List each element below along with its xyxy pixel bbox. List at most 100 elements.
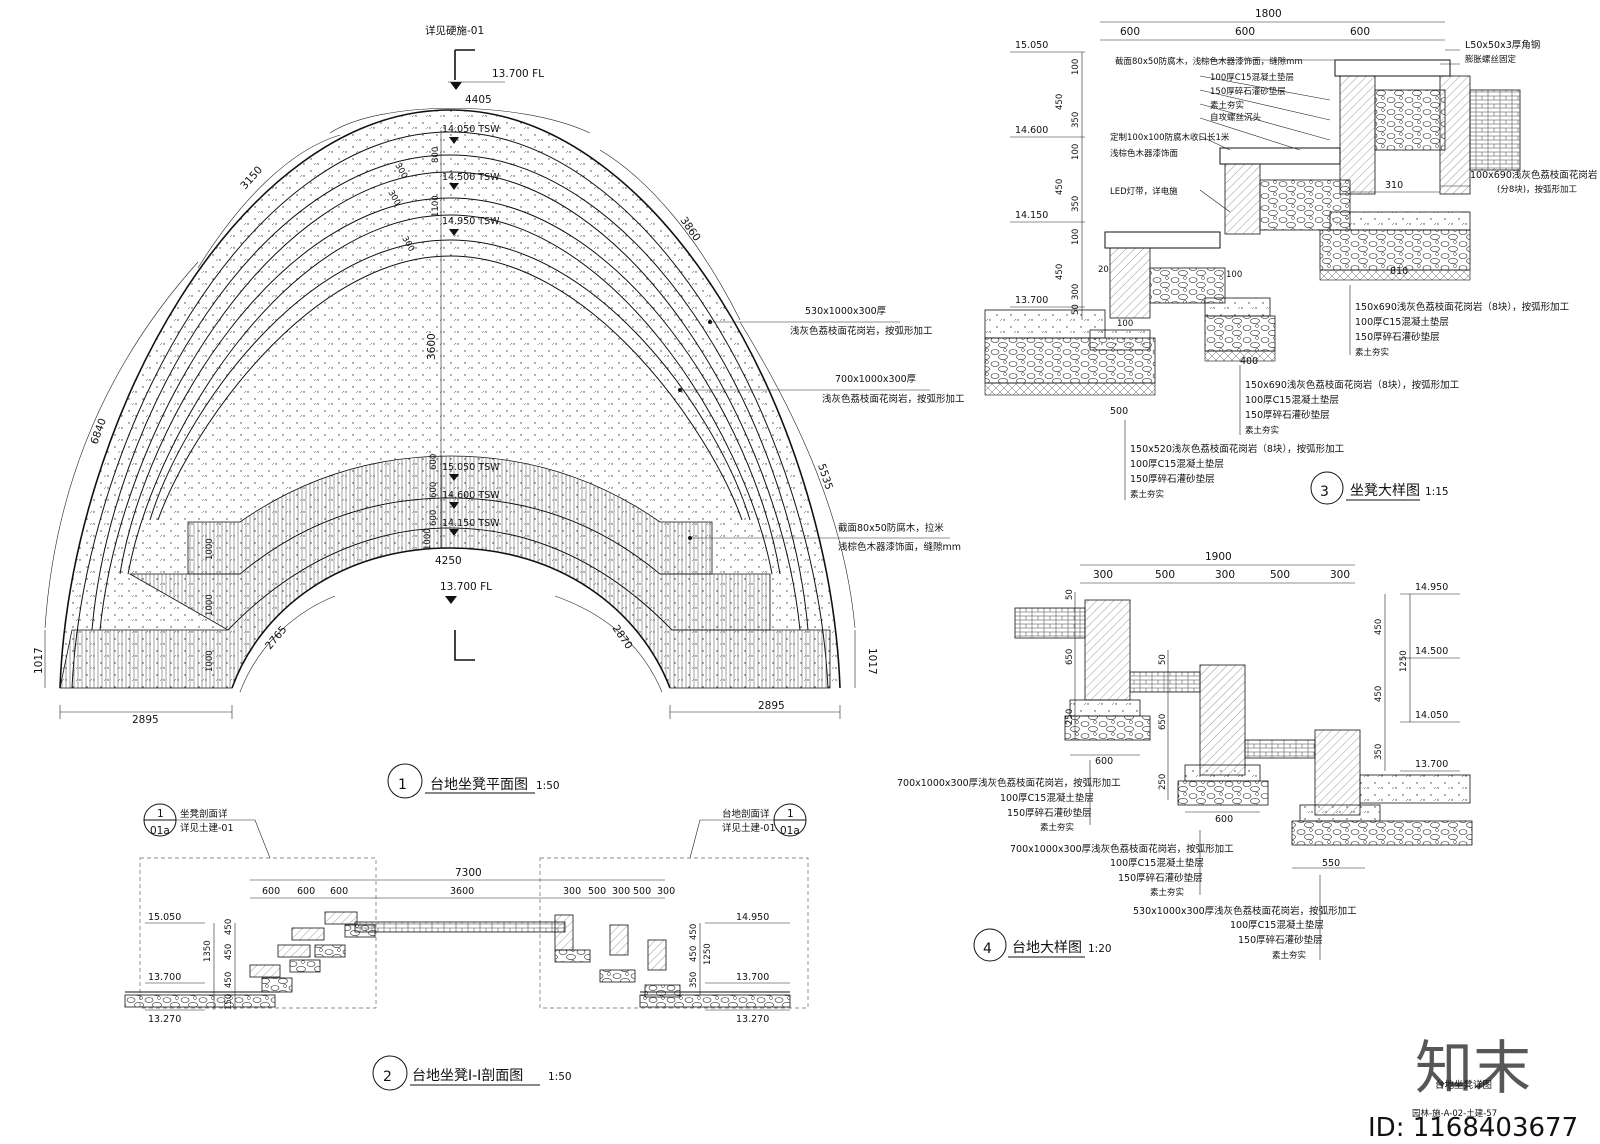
section-vdim-left-5: 150 (224, 994, 234, 1010)
bench-vdim-5: 450 (1055, 179, 1065, 195)
platform-dim-2: 500 (1155, 569, 1175, 581)
bench-note-mid-1: 150x690浅灰色荔枝面花岗岩（8块），按弧形加工 (1355, 301, 1570, 313)
bench-level-1: 15.050 (1015, 40, 1048, 51)
plan-base-right-dim: 2895 (758, 700, 785, 712)
plan-inner-right-dimline (554, 595, 663, 693)
bench-vdim-7: 100 (1071, 229, 1081, 245)
plan-arc-bottom-dim: 4250 (435, 555, 462, 567)
plan-bench-dim-3: 1000 (205, 650, 215, 672)
plan-inner-arc (231, 547, 671, 689)
platform-note-1c: 150厚碎石灌砂垫层 (1007, 807, 1092, 819)
bench-note-mid-3: 150厚碎石灌砂垫层 (1355, 331, 1440, 343)
plan-fl-top: 13.700 FL (492, 68, 544, 80)
section-dim-7: 300 (612, 886, 630, 897)
bench-dim-400: 400 (1240, 356, 1258, 367)
bench-note-low-1: 150x690浅灰色荔枝面花岗岩（8块），按弧形加工 (1245, 379, 1460, 391)
plan-side-left-dim: 1017 (33, 647, 45, 674)
section-dim-3: 600 (330, 886, 348, 897)
section-ref-right-sheet: 01a (780, 825, 800, 837)
plan-arc-2 (71, 131, 829, 689)
section-dim-5: 300 (563, 886, 581, 897)
bench-note-wood: 截面80x50防腐木，浅棕色木器漆饰面，缝隙mm (1115, 56, 1303, 67)
bench-vdim-6: 350 (1071, 196, 1081, 212)
bench-note-led: LED灯带，详电施 (1110, 186, 1178, 197)
platform-note-3c: 150厚碎石灌砂垫层 (1238, 934, 1323, 946)
section-level-left-2: 13.700 (148, 972, 181, 983)
plan-left-arc-dim: 3150 (238, 164, 265, 192)
plan-bench-dim-1b: 1000 (205, 538, 215, 560)
logo: 知末 (1415, 1034, 1531, 1102)
plan-tsw-6: 14.150 TSW (442, 518, 500, 529)
bench-dim-2: 600 (1235, 26, 1255, 38)
bench-dim-3: 600 (1350, 26, 1370, 38)
level-marker-icon (449, 529, 459, 536)
section-view: 1 01a 坐凳剖面详 详见土建-01 1 01a 台地剖面详 详见土建-01 … (124, 803, 809, 1091)
platform-dim-1: 300 (1093, 569, 1113, 581)
plan-tsw-2: 14.500 TSW (442, 172, 500, 183)
section-ref-left-num: 1 (157, 808, 164, 820)
plan-section-mark-top (454, 49, 475, 80)
section-vdim-left-4: 450 (224, 972, 234, 988)
platform-note-1a: 700x1000x300厚浅灰色荔枝面花岗岩，按弧形加工 (897, 777, 1121, 789)
section-level-right-3: 13.270 (736, 1014, 769, 1025)
plan-base-left-dim: 2895 (132, 714, 159, 726)
platform-note-3a: 530x1000x300厚浅灰色荔枝面花岗岩，按弧形加工 (1133, 905, 1357, 917)
platform-dim-overall: 1900 (1205, 551, 1232, 563)
section-ref-left-text-1: 坐凳剖面详 (180, 808, 228, 820)
section-level-left-1: 15.050 (148, 912, 181, 923)
section-vdim-left-1: 1350 (203, 940, 213, 962)
plan-tsw-levels: 14.050 TSW 14.500 TSW 14.950 TSW 15.050 … (442, 124, 500, 536)
platform-lvdim-1: 50 (1065, 589, 1075, 600)
platform-level-4: 13.700 (1415, 759, 1448, 770)
section-vdim-right-2: 1250 (703, 943, 713, 965)
plan-center-dim: 3600 (426, 333, 438, 360)
level-marker-icon (449, 229, 459, 236)
plan-title-num: 1 (398, 777, 407, 793)
platform-note-2b: 100厚C15混凝土垫层 (1110, 857, 1204, 869)
platform-level-3: 14.050 (1415, 710, 1448, 721)
bench-level-2: 14.600 (1015, 125, 1048, 136)
plan-callout-2-line-1: 700x1000x300厚 (835, 374, 917, 385)
plan-arc-3 (91, 154, 809, 631)
section-overall-dim: 7300 (455, 867, 482, 879)
bench-note-screw: 自攻螺丝沉头 (1210, 112, 1262, 123)
plan-bench-dim-1: 1000 (423, 528, 433, 550)
bench-dim-810: 810 (1390, 266, 1408, 277)
section-dim-1: 600 (262, 886, 280, 897)
bench-note-mid-4: 素土夯实 (1355, 347, 1389, 358)
plan-side-right-dim: 1017 (866, 648, 878, 675)
platform-scale: 1:20 (1088, 943, 1112, 955)
platform-note-3d: 素土夯实 (1272, 950, 1306, 961)
plan-arc-5 (119, 197, 781, 575)
plan-bench-step-dim-3: 600 (429, 510, 439, 526)
platform-note-2d: 素土夯实 (1150, 887, 1184, 898)
bench-note-bottom-1: 150x520浅灰色荔枝面花岗岩（8块），按弧形加工 (1130, 443, 1345, 455)
bench-vdim-9: 300 (1071, 284, 1081, 300)
plan-tsw-1: 14.050 TSW (442, 124, 500, 135)
bench-vdim-1: 100 (1071, 59, 1081, 75)
bench-vdim-3: 350 (1071, 112, 1081, 128)
bench-notes: 截面80x50防腐木，浅棕色木器漆饰面，缝隙mm 100厚C15混凝土垫层 15… (1110, 39, 1597, 500)
plan-arc-6 (127, 214, 773, 575)
section-dim-4: 3600 (450, 886, 474, 897)
bench-dim-500: 500 (1110, 406, 1128, 417)
section-vdim-right-3: 450 (689, 946, 699, 962)
bench-title: 坐凳大样图 (1350, 483, 1420, 499)
bench-dim-100b: 100 (1117, 319, 1133, 329)
section-ref-left-text-2: 详见土建-01 (180, 822, 234, 834)
platform-note-2c: 150厚碎石灌砂垫层 (1118, 872, 1203, 884)
plan-bench-step-dim-1: 600 (429, 454, 439, 470)
plan-top-dim-arc (329, 108, 591, 134)
bench-note-low-4: 素土夯实 (1245, 425, 1279, 436)
section-title-num: 2 (383, 1069, 392, 1085)
plan-callout-1-line-1: 530x1000x300厚 (805, 306, 887, 317)
bench-note-gravel: 150厚碎石灌砂垫层 (1210, 86, 1286, 97)
platform-lvdim-3: 250 (1065, 709, 1075, 725)
platform-note-2a: 700x1000x300厚浅灰色荔枝面花岗岩，按弧形加工 (1010, 843, 1234, 855)
section-vdim-right-1: 450 (689, 924, 699, 940)
level-marker-icon (450, 82, 462, 90)
section-ref-right-num: 1 (787, 808, 794, 820)
plan-right-arc-dim: 3860 (678, 215, 703, 244)
section-level-left-3: 13.270 (148, 1014, 181, 1025)
id-text: ID: 1168403677 (1368, 1113, 1578, 1143)
